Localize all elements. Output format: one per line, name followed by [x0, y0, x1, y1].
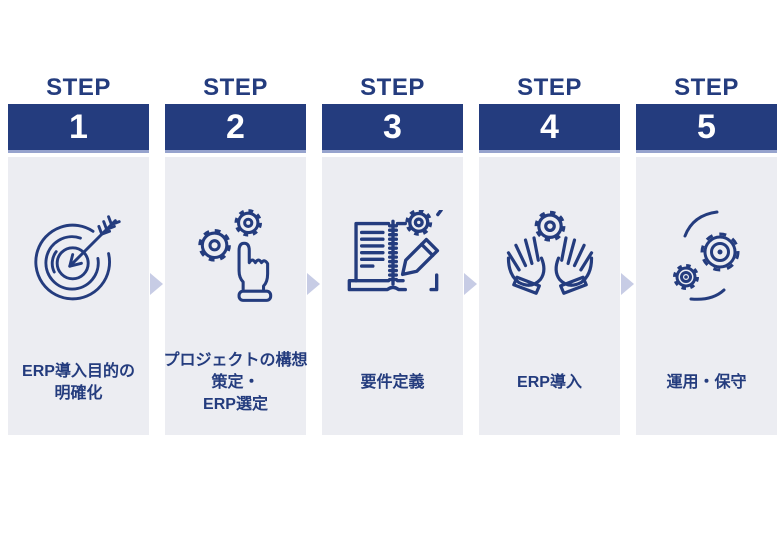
step-caption: ERP導入: [517, 374, 582, 391]
step-caption: 運用・保守: [666, 374, 747, 391]
step-label: STEP: [203, 74, 268, 101]
step-number-bar: 3: [322, 104, 463, 153]
rotating-gears-icon: [672, 210, 739, 301]
next-step-arrow-icon: [150, 273, 163, 295]
gears-click-hand-icon: [197, 209, 272, 302]
hands-holding-gear-icon: [506, 210, 593, 295]
step-caption: 要件定義: [360, 374, 425, 391]
step-card-body: 要件定義: [322, 157, 463, 435]
next-step-arrow-icon: [464, 273, 477, 295]
step-caption: ERP導入目的の 明確化: [22, 363, 135, 402]
step-card-body: ERP導入: [479, 157, 620, 435]
target-arrow-icon: [34, 214, 121, 300]
step-number-bar: 4: [479, 104, 620, 153]
next-step-arrow-icon: [307, 273, 320, 295]
step-card-5: STEP 5: [636, 75, 777, 435]
step-label: STEP: [674, 74, 739, 101]
step-number-bar: 5: [636, 104, 777, 153]
step-card-2: STEP 2 プロジェクトの構想: [163, 74, 308, 435]
step-card-4: STEP 4: [479, 75, 620, 435]
step-card-body: 運用・保守: [636, 157, 777, 435]
step-number-bar: 1: [8, 104, 149, 153]
step-card-3: STEP 3: [322, 75, 463, 435]
step-card-1: STEP 1 ERP導: [8, 75, 149, 435]
step-label: STEP: [46, 74, 111, 101]
step-card-body: プロジェクトの構想 策定・ ERP選定: [163, 157, 308, 435]
next-step-arrow-icon: [621, 273, 634, 295]
step-number-bar: 2: [165, 104, 306, 153]
steps-flow: STEP 1 ERP導: [8, 75, 777, 435]
notebook-gear-pencil-icon: [347, 210, 443, 292]
step-caption: プロジェクトの構想 策定・ ERP選定: [163, 352, 308, 413]
step-card-body: ERP導入目的の 明確化: [8, 157, 149, 435]
step-label: STEP: [360, 74, 425, 101]
step-label: STEP: [517, 74, 582, 101]
